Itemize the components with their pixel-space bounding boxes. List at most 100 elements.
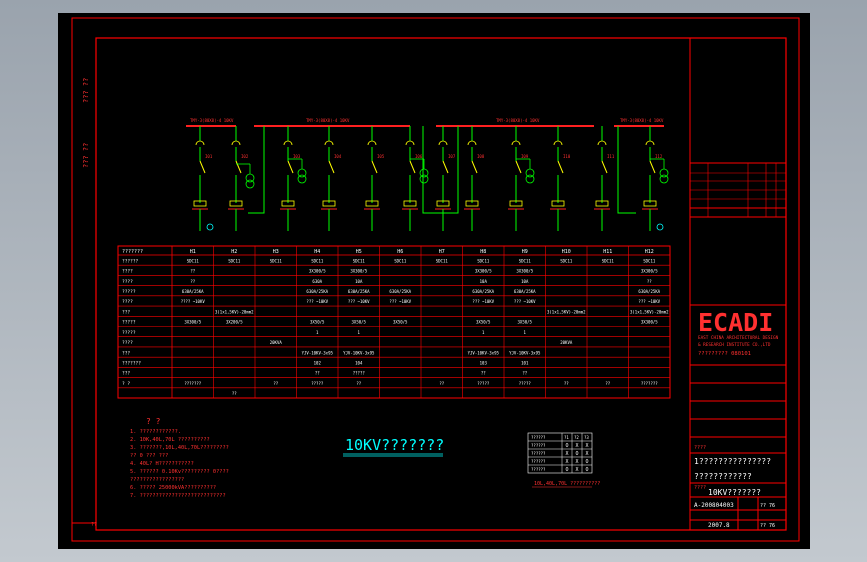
table-cell: YJV-10KV-3x95	[343, 350, 375, 355]
table-cell: YJV-10KV-3x95	[302, 350, 334, 355]
earth-symbol	[656, 223, 664, 231]
table-cell: ??? ~10KV	[514, 299, 536, 304]
project-name: 1???????????????	[694, 457, 771, 466]
legend-row-label: ??????	[531, 467, 546, 472]
table-column-header: H2	[231, 249, 237, 255]
table-cell: SDC11	[519, 258, 532, 263]
table-cell: 103	[480, 360, 488, 365]
note-line: 2. 10K,40L,70L ??????????	[130, 437, 210, 443]
table-cell: 3X300/5	[184, 320, 201, 325]
table-cell: 3X50/5	[352, 320, 367, 325]
table-header-label: ???????	[122, 249, 143, 255]
table-cell: 630A	[312, 279, 322, 284]
table-cell: 630A/25KA	[638, 289, 660, 294]
table-cell: SDC11	[436, 258, 449, 263]
note-line: 5. ?????? 0.10Kv????????? 0????	[130, 469, 229, 475]
table-cell: 3X300/5	[641, 320, 658, 325]
table-cell: ??	[481, 371, 486, 376]
table-cell: 3X50/5	[518, 320, 533, 325]
table-cell: SDC11	[228, 258, 241, 263]
table-row-label: ???	[122, 371, 130, 377]
drawing-label: ????	[694, 485, 706, 491]
feeder-tag: I05	[377, 154, 385, 159]
drawing-sheet: ??? ?? ??? ?? ?? ECADI EAST CHI	[71, 17, 800, 542]
table-cell: ?????	[477, 381, 490, 386]
margin-label-3: ??	[91, 522, 97, 528]
table-cell: ?????	[519, 381, 532, 386]
feeder-10: I10	[550, 126, 571, 231]
table-cell: ??	[356, 381, 361, 386]
earth-symbol	[206, 223, 214, 231]
feeder-5: I05	[364, 126, 385, 231]
pt-symbol	[659, 174, 669, 184]
bus-label: TMY-3(80X8)-4 10KV	[620, 118, 664, 123]
table-row-label: ???	[122, 350, 130, 356]
table-cell: 1	[524, 330, 527, 335]
note-line: 1. ????????????.	[130, 429, 181, 435]
table-cell: 1	[316, 330, 319, 335]
table-cell: ??	[190, 279, 195, 284]
legend-header: ?2	[574, 435, 579, 440]
table-cell: SDC11	[187, 258, 200, 263]
table-column-header: H7	[439, 249, 445, 255]
legend-row-label: ??????	[531, 459, 546, 464]
table-cell: ???????	[184, 381, 201, 386]
table-cell: YJV-10KV-3x95	[468, 350, 500, 355]
legend-mark: X	[575, 467, 578, 473]
pt-symbol	[525, 174, 535, 184]
table-cell: 20KVA	[270, 340, 283, 345]
title-block	[689, 37, 787, 531]
feeder-tag: I06	[415, 154, 423, 159]
table-row-label: ???????	[122, 360, 141, 366]
feeder-tag: I04	[334, 154, 342, 159]
pt-symbol	[419, 174, 429, 184]
table-cell: 104	[355, 360, 363, 365]
legend-mark: O	[565, 467, 568, 473]
legend-mark: X	[585, 443, 588, 449]
company-code: ????????? 080101	[698, 351, 751, 357]
notes-heading: ? ?	[146, 417, 161, 426]
table-column-header: H6	[397, 249, 403, 255]
table-column-header: H12	[645, 249, 654, 255]
table-cell: 630A/25KA	[472, 289, 494, 294]
table-row-label: ??????	[122, 258, 139, 264]
table-cell: 630A/25KA	[348, 289, 370, 294]
table-cell: 630A/25KA	[182, 289, 204, 294]
table-cell: ??	[190, 269, 195, 274]
drawing-canvas[interactable]: ??? ?? ??? ?? ?? ECADI EAST CHI	[58, 13, 810, 549]
table-cell: SDC11	[270, 258, 283, 263]
table-cell: 10A	[480, 279, 488, 284]
legend-mark: O	[565, 443, 568, 449]
table-cell: ??	[647, 279, 652, 284]
feeder-tag: I08	[477, 154, 485, 159]
table-cell: ??	[232, 391, 237, 396]
feeder-tag: I02	[241, 154, 249, 159]
note-line: 4. 40L? H???????????	[130, 461, 194, 467]
table-column-header: H9	[522, 249, 528, 255]
table-cell: 3X300/5	[516, 269, 533, 274]
notes-section: ? ? 1. ????????????. 2. 10K,40L,70L ?????…	[130, 417, 229, 499]
table-cell: ??? ~10KV	[348, 299, 370, 304]
note-line: 6. ????? 25000kVA??????????	[130, 485, 216, 491]
table-column-header: H1	[190, 249, 196, 255]
table-cell: ???? ~10KV	[181, 299, 206, 304]
table-row-label: ????	[122, 269, 133, 275]
table-cell: 630A/25KA	[514, 289, 536, 294]
table-cell: ?????	[353, 371, 366, 376]
table-cell: ??? ~10KV	[389, 299, 411, 304]
table-row-label: ? ?	[122, 381, 130, 387]
table-cell: 3X200/5	[226, 320, 243, 325]
table-column-header: H3	[273, 249, 279, 255]
table-column-header: H11	[603, 249, 612, 255]
note-line: 3. ???????,10L,40L,70L?????????	[130, 445, 229, 451]
table-cell: 3X300/5	[475, 269, 492, 274]
table-cell: 3X300/5	[309, 269, 326, 274]
drawing-name: ????????????	[694, 472, 752, 481]
table-cell: SDC11	[602, 258, 615, 263]
table-cell: 1	[358, 330, 361, 335]
table-cell: 3X300/5	[350, 269, 367, 274]
bus-label: TMY-3(80X8)-4 10KV	[306, 118, 350, 123]
company-name-en-1: EAST CHINA ARCHITECTURAL DESIGN	[698, 335, 779, 341]
legend-row-label: ??????	[531, 451, 546, 456]
feeder-tag: I03	[293, 154, 301, 159]
